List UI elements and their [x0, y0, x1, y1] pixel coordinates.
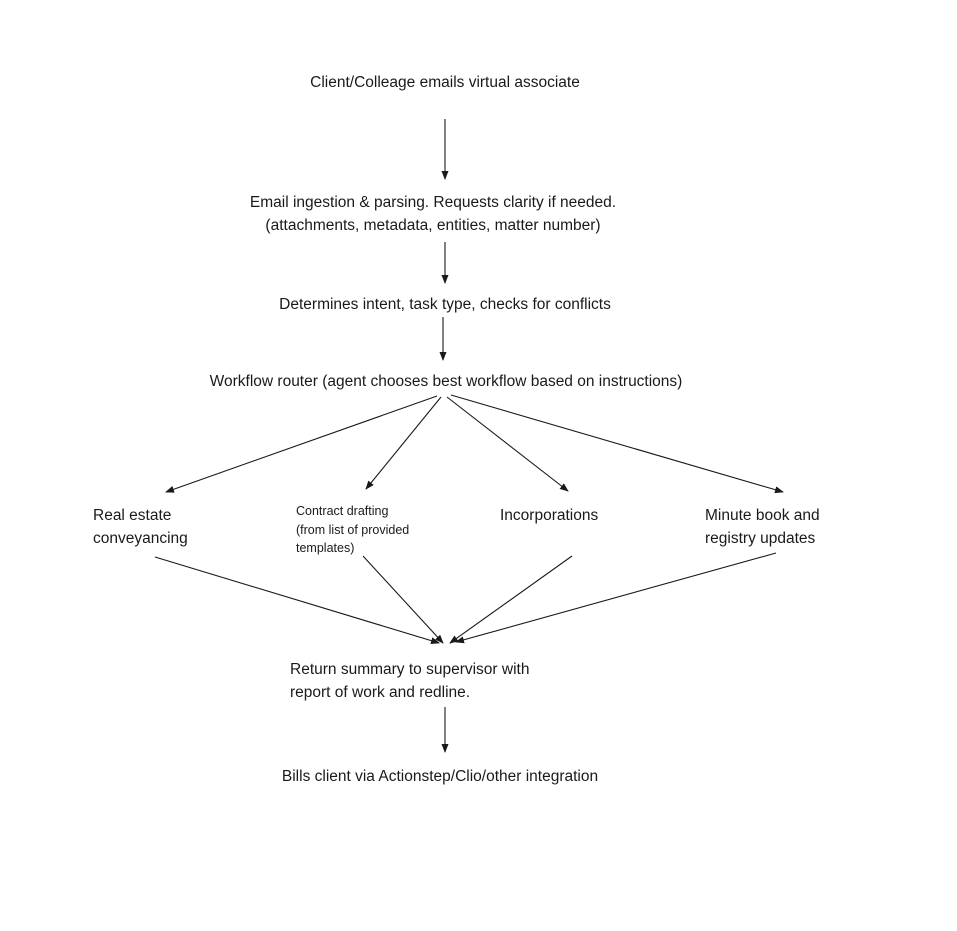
node-email-ingestion: Email ingestion & parsing. Requests clar…	[250, 191, 616, 237]
edge-contract-to-return-summary	[362, 555, 444, 644]
node-minute-book-line1: Minute book and	[705, 507, 820, 524]
node-incorporations: Incorporations	[500, 507, 599, 524]
node-return-summary-line2: report of work and redline.	[290, 684, 471, 701]
node-contract-drafting: Contract drafting (from list of provided…	[296, 502, 409, 558]
edge-router-to-incorporations	[446, 396, 569, 492]
node-contract-line1: Contract drafting	[296, 504, 389, 518]
node-workflow-router: Workflow router (agent chooses best work…	[209, 373, 683, 390]
node-real-estate-line1: Real estate	[93, 507, 172, 524]
node-bills-client: Bills client via Actionstep/Clio/other i…	[281, 768, 599, 785]
node-client-emails: Client/Colleage emails virtual associate	[310, 74, 580, 91]
node-return-summary-line1: Return summary to supervisor with	[290, 661, 530, 678]
node-minute-book: Minute book and registry updates	[705, 504, 820, 550]
edge-real-estate-to-return-summary	[154, 556, 440, 645]
edge-minute-book-to-return-summary	[455, 552, 777, 644]
edge-router-to-minute-book	[450, 394, 784, 494]
node-return-summary: Return summary to supervisor with report…	[290, 658, 529, 704]
node-minute-book-line2: registry updates	[705, 530, 816, 547]
edge-router-to-contract	[365, 396, 442, 490]
node-email-ingestion-line2: (attachments, metadata, entities, matter…	[265, 217, 601, 234]
node-contract-line2: (from list of provided	[296, 522, 410, 537]
node-real-estate-conveyancing: Real estate conveyancing	[93, 504, 188, 550]
edge-router-to-real-estate	[165, 395, 438, 493]
node-real-estate-line2: conveyancing	[93, 530, 188, 547]
node-email-ingestion-line1: Email ingestion & parsing. Requests clar…	[249, 194, 617, 211]
node-determines-intent: Determines intent, task type, checks for…	[279, 296, 611, 313]
node-contract-line3: templates)	[296, 541, 355, 555]
edge-incorporations-to-return-summary	[449, 555, 573, 644]
